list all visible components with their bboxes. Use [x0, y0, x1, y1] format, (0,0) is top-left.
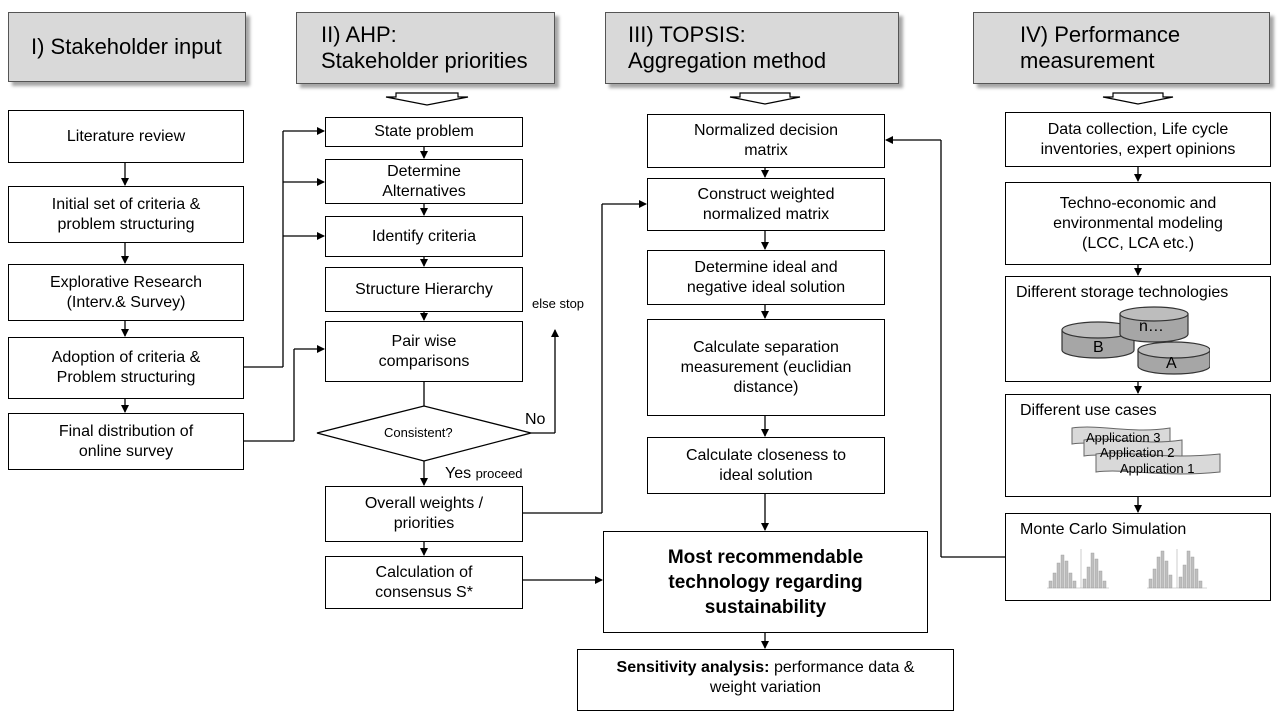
box-label: Final distribution of	[58, 422, 194, 440]
header-ahp: II) AHP: Stakeholder priorities	[296, 12, 555, 84]
else-stop-label: else stop	[532, 296, 585, 311]
pairwise-comparisons-box: Pair wise comparisons	[325, 321, 523, 382]
histogram-icon	[1047, 549, 1207, 589]
box-label: Calculate closeness to	[685, 446, 847, 464]
box-label: technology regarding	[668, 571, 863, 593]
box-label: matrix	[744, 142, 788, 159]
structure-hierarchy-box: Structure Hierarchy	[325, 267, 523, 312]
box-label: State problem	[374, 123, 474, 140]
box-label: ideal solution	[719, 466, 813, 484]
sensitivity-box: Sensitivity analysis: performance data &…	[577, 649, 954, 711]
closeness-box: Calculate closeness to ideal solution	[647, 437, 885, 494]
normalized-matrix-box: Normalized decision matrix	[647, 114, 885, 168]
ideal-solution-box: Determine ideal and negative ideal solut…	[647, 250, 885, 305]
proceed-text: proceed	[475, 466, 523, 481]
header-title: I) Stakeholder input	[31, 34, 222, 59]
cylinder-b-label: B	[1093, 339, 1104, 356]
box-label: Structure Hierarchy	[355, 280, 493, 298]
box-label: (Interv.& Survey)	[66, 293, 186, 311]
box-label: problem structuring	[57, 215, 195, 233]
header-topsis: III) TOPSIS: Aggregation method	[605, 12, 899, 84]
consistency-diamond	[316, 405, 532, 462]
application-banners-icon	[1071, 426, 1221, 475]
box-label: Overall weights /	[364, 495, 484, 512]
box-label: Construct weighted	[697, 185, 835, 203]
box-label: priorities	[393, 515, 455, 532]
consensus-box: Calculation of consensus S*	[325, 556, 523, 609]
box-label: Alternatives	[382, 182, 466, 200]
header-title-line2: Aggregation method	[628, 48, 827, 73]
box-label: Monte Carlo Simulation	[1020, 521, 1187, 538]
final-distribution-box: Final distribution of online survey	[8, 413, 244, 470]
box-label: Determine ideal and	[694, 258, 838, 276]
techno-economic-box: Techno-economic and environmental modeli…	[1005, 182, 1271, 265]
yes-label: Yes proceed	[445, 465, 523, 483]
use-cases-box: Different use cases	[1005, 394, 1271, 497]
box-label: (LCC, LCA etc.)	[1081, 234, 1195, 252]
box-label: normalized matrix	[702, 205, 830, 223]
box-label: Initial set of criteria &	[51, 195, 201, 213]
box-label: Different storage technologies	[1016, 284, 1229, 301]
explorative-research-box: Explorative Research (Interv.& Survey)	[8, 264, 244, 321]
header-title-line1: IV) Performance	[1020, 22, 1181, 47]
cylinder-n-label: n…	[1139, 318, 1164, 335]
weighted-matrix-box: Construct weighted normalized matrix	[647, 178, 885, 231]
determine-alternatives-box: Determine Alternatives	[325, 159, 523, 204]
box-label: measurement (euclidian	[680, 358, 852, 376]
storage-cylinders-icon	[1061, 306, 1210, 375]
box-label: online survey	[78, 442, 174, 460]
box-label: sustainability	[704, 596, 827, 618]
state-problem-box: State problem	[325, 117, 523, 147]
header-title-line1: II) AHP:	[321, 22, 397, 47]
adoption-criteria-box: Adoption of criteria & Problem structuri…	[8, 337, 244, 399]
overall-weights-box: Overall weights / priorities	[325, 486, 523, 542]
box-label: distance)	[733, 378, 799, 396]
box-label: Most recommendable	[667, 546, 864, 568]
application-3-label: Application 3	[1086, 430, 1161, 445]
header-title-line2: Stakeholder priorities	[321, 48, 528, 73]
box-label: Calculation of	[375, 563, 473, 581]
sensitivity-bold: Sensitivity analysis:	[616, 659, 770, 676]
box-label: Determine	[387, 162, 461, 180]
data-collection-box: Data collection, Life cycle inventories,…	[1005, 112, 1271, 167]
sensitivity-line1: Sensitivity analysis: performance data &	[617, 658, 915, 678]
box-label: Explorative Research	[49, 273, 203, 291]
cylinder-a-label: A	[1166, 355, 1177, 372]
initial-criteria-box: Initial set of criteria & problem struct…	[8, 186, 244, 243]
box-label: Calculate separation	[693, 338, 839, 356]
box-label: weight variation	[709, 679, 822, 696]
application-1-label: Application 1	[1120, 461, 1195, 476]
header-title-line1: III) TOPSIS:	[628, 22, 746, 47]
box-label: Different use cases	[1020, 402, 1157, 419]
box-label: Normalized decision	[693, 122, 839, 139]
box-label: Problem structuring	[56, 369, 196, 386]
box-label: Techno-economic and	[1059, 194, 1217, 212]
box-label: Pair wise	[391, 332, 457, 350]
header-stakeholder-input: I) Stakeholder input	[8, 12, 246, 82]
sensitivity-rest: performance data &	[773, 659, 915, 676]
yes-text: Yes	[445, 465, 472, 482]
no-label: No	[525, 411, 546, 428]
box-label: comparisons	[378, 352, 470, 370]
consistent-label: Consistent?	[384, 425, 453, 440]
box-label: Identify criteria	[371, 227, 477, 245]
header-performance: IV) Performance measurement	[973, 12, 1270, 84]
identify-criteria-box: Identify criteria	[325, 216, 523, 257]
literature-review-box: Literature review	[8, 110, 244, 163]
box-label: Literature review	[66, 127, 186, 145]
box-label: consensus S*	[375, 583, 473, 601]
box-label: inventories, expert opinions	[1040, 140, 1236, 158]
box-label: environmental modeling	[1053, 214, 1223, 232]
result-box: Most recommendable technology regarding …	[603, 531, 928, 633]
box-label: Adoption of criteria &	[51, 349, 201, 366]
box-label: negative ideal solution	[686, 278, 846, 296]
application-2-label: Application 2	[1100, 445, 1175, 460]
box-label: Data collection, Life cycle	[1047, 120, 1229, 138]
header-title-line2: measurement	[1020, 48, 1155, 73]
separation-box: Calculate separation measurement (euclid…	[647, 319, 885, 416]
